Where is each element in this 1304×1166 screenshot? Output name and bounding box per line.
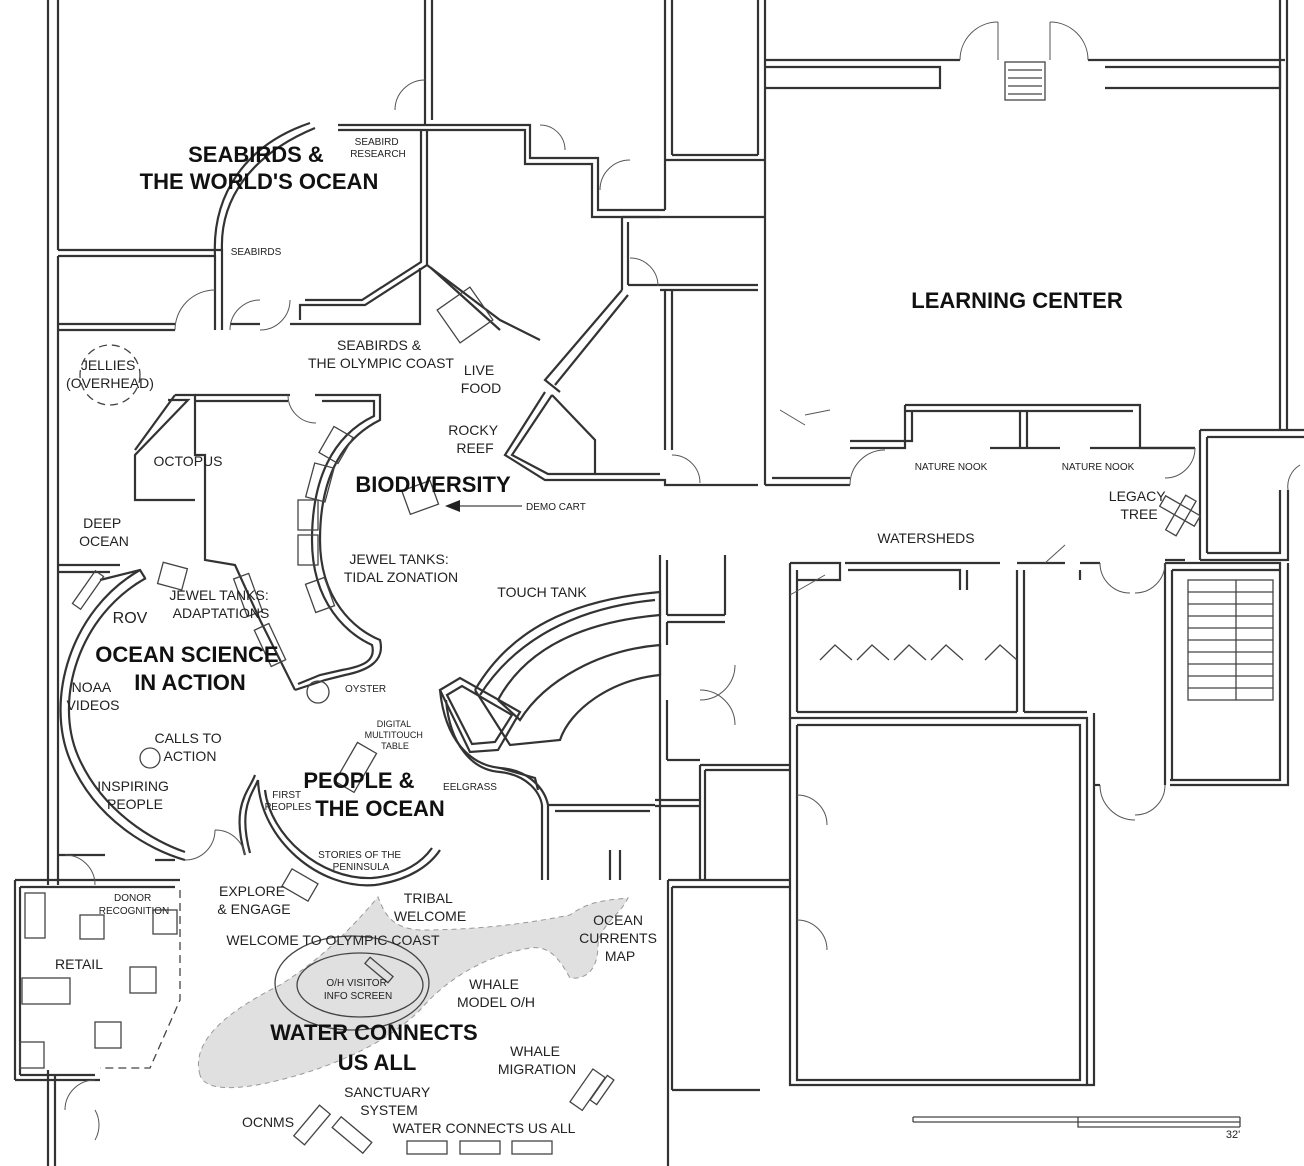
label-seabirds: SEABIRDS — [231, 247, 282, 258]
label-oyster: OYSTER — [345, 684, 386, 695]
label-whale-model: WHALE MODEL O/H — [457, 976, 535, 1010]
label-legacy-tree: LEGACY TREE — [1109, 488, 1169, 522]
touch-tank — [438, 590, 662, 880]
label-octopus: OCTOPUS — [154, 453, 223, 469]
jewel-tanks — [133, 393, 383, 704]
label-rov: ROV — [113, 610, 148, 627]
retail-furniture — [19, 890, 181, 1069]
label-rocky-reef: ROCKY REEF — [448, 422, 501, 456]
label-jewel-tidal: JEWEL TANKS: TIDAL ZONATION — [344, 551, 458, 585]
label-donor-recognition: DONOR RECOGNITION — [99, 893, 170, 917]
label-whale-migration: WHALE MIGRATION — [498, 1043, 576, 1077]
label-live-food: LIVE FOOD — [461, 362, 501, 396]
label-demo-cart: DEMO CART — [526, 502, 586, 513]
zone-ocean-science: OCEAN SCIENCE IN ACTION — [95, 642, 284, 695]
label-sanctuary-system: SANCTUARY SYSTEM — [344, 1084, 434, 1118]
label-noaa-videos: NOAA VIDEOS — [67, 679, 120, 713]
label-tribal-welcome: TRIBAL WELCOME — [394, 890, 466, 924]
label-water-connects-small: WATER CONNECTS US ALL — [393, 1120, 576, 1136]
label-watersheds: WATERSHEDS — [877, 530, 974, 546]
label-inspiring-people: INSPIRING PEOPLE — [97, 778, 172, 812]
label-nature-nook-2: NATURE NOOK — [1062, 462, 1135, 473]
label-ocean-currents: OCEAN CURRENTS MAP — [579, 912, 661, 964]
label-first-peoples: FIRST PEOPLES — [265, 790, 312, 813]
label-seabird-research: SEABIRD RESEARCH — [350, 137, 406, 160]
features — [79, 61, 1274, 1155]
label-welcome-olympic: WELCOME TO OLYMPIC COAST — [226, 932, 440, 948]
label-scale: 32' — [1226, 1129, 1240, 1141]
walls — [13, 0, 1304, 1166]
label-seabirds-olympic: SEABIRDS & THE OLYMPIC COAST — [308, 337, 454, 371]
label-touch-tank: TOUCH TANK — [497, 584, 587, 600]
label-calls-action: CALLS TO ACTION — [154, 730, 225, 764]
label-digital-table: DIGITAL MULTITOUCH TABLE — [365, 719, 426, 751]
label-ocnms: OCNMS — [242, 1114, 294, 1130]
zone-learning-center: LEARNING CENTER — [911, 288, 1123, 313]
zone-water-connects: WATER CONNECTS US ALL — [270, 1020, 484, 1075]
label-deep-ocean: DEEP OCEAN — [79, 515, 129, 549]
doors — [64, 21, 1301, 1141]
zone-seabirds-world: SEABIRDS & THE WORLD'S OCEAN — [140, 142, 379, 194]
label-retail: RETAIL — [55, 956, 103, 972]
label-nature-nook-1: NATURE NOOK — [915, 462, 988, 473]
label-visitor-screen: O/H VISITOR INFO SCREEN — [324, 978, 392, 1002]
label-jellies: JELLIES (OVERHEAD) — [66, 357, 154, 391]
zone-people-ocean: PEOPLE & THE OCEAN — [303, 768, 444, 821]
label-explore-engage: EXPLORE & ENGAGE — [217, 883, 290, 917]
label-jewel-adapt: JEWEL TANKS: ADAPTATIONS — [169, 587, 272, 621]
whale-shaded-area — [198, 896, 629, 1089]
ocean-science-arc — [59, 568, 441, 887]
label-eelgrass: EELGRASS — [443, 782, 497, 793]
label-stories-peninsula: STORIES OF THE PENINSULA — [318, 850, 404, 873]
zone-biodiversity: BIODIVERSITY — [355, 472, 511, 497]
